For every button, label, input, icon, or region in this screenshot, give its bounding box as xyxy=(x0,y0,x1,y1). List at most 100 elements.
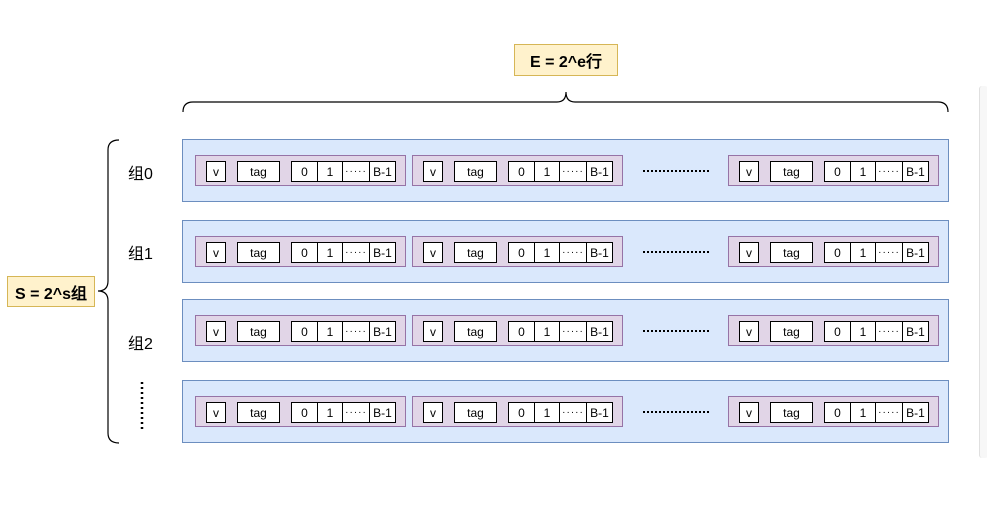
set-row: v tag 0 1 ····· B-1 v tag 0 1 ····· B-1 … xyxy=(182,299,949,362)
block-byte-0-cell: 0 xyxy=(508,321,535,342)
cache-line: v tag 0 1 ····· B-1 xyxy=(728,236,939,267)
more-lines-ellipsis xyxy=(643,411,709,413)
more-lines-ellipsis xyxy=(643,330,709,332)
block-byte-0-cell: 0 xyxy=(291,321,318,342)
block-byte-1-cell: 1 xyxy=(317,402,343,423)
block-ellipsis-cell: ····· xyxy=(342,242,370,263)
valid-bit-cell: v xyxy=(739,402,759,423)
block-last-byte-cell: B-1 xyxy=(586,321,613,342)
number-of-sets-label: S = 2^s组 xyxy=(7,276,95,307)
lines-per-set-label: E = 2^e行 xyxy=(514,44,618,76)
block-byte-1-cell: 1 xyxy=(534,402,560,423)
block-byte-0-cell: 0 xyxy=(508,161,535,182)
block-byte-1-cell: 1 xyxy=(850,321,876,342)
block-last-byte-cell: B-1 xyxy=(586,242,613,263)
block-byte-1-cell: 1 xyxy=(534,242,560,263)
block-byte-0-cell: 0 xyxy=(824,161,851,182)
block-byte-0-cell: 0 xyxy=(824,402,851,423)
block-ellipsis-cell: ····· xyxy=(342,161,370,182)
block-byte-0-cell: 0 xyxy=(508,402,535,423)
valid-bit-cell: v xyxy=(423,242,443,263)
tag-cell: tag xyxy=(770,321,813,342)
block-ellipsis-cell: ····· xyxy=(559,161,587,182)
valid-bit-cell: v xyxy=(423,161,443,182)
block-last-byte-cell: B-1 xyxy=(369,242,396,263)
block-byte-1-cell: 1 xyxy=(850,161,876,182)
block-ellipsis-cell: ····· xyxy=(875,242,903,263)
valid-bit-cell: v xyxy=(739,321,759,342)
valid-bit-cell: v xyxy=(206,242,226,263)
tag-cell: tag xyxy=(770,402,813,423)
block-byte-0-cell: 0 xyxy=(508,242,535,263)
block-last-byte-cell: B-1 xyxy=(369,321,396,342)
block-byte-0-cell: 0 xyxy=(291,402,318,423)
block-byte-1-cell: 1 xyxy=(317,161,343,182)
more-lines-ellipsis xyxy=(643,170,709,172)
block-ellipsis-cell: ····· xyxy=(875,402,903,423)
valid-bit-cell: v xyxy=(423,321,443,342)
set-label-0: 组0 xyxy=(128,166,153,183)
tag-cell: tag xyxy=(237,402,280,423)
block-last-byte-cell: B-1 xyxy=(369,402,396,423)
block-ellipsis-cell: ····· xyxy=(559,321,587,342)
tag-cell: tag xyxy=(770,161,813,182)
block-last-byte-cell: B-1 xyxy=(369,161,396,182)
tag-cell: tag xyxy=(454,402,497,423)
lines-brace xyxy=(182,91,949,113)
valid-bit-cell: v xyxy=(206,161,226,182)
set-label-2: 组2 xyxy=(128,336,153,353)
cache-line: v tag 0 1 ····· B-1 xyxy=(412,155,623,186)
tag-cell: tag xyxy=(237,321,280,342)
block-ellipsis-cell: ····· xyxy=(342,321,370,342)
valid-bit-cell: v xyxy=(206,321,226,342)
tag-cell: tag xyxy=(770,242,813,263)
tag-cell: tag xyxy=(237,161,280,182)
tag-cell: tag xyxy=(454,242,497,263)
block-byte-0-cell: 0 xyxy=(291,242,318,263)
set-row: v tag 0 1 ····· B-1 v tag 0 1 ····· B-1 … xyxy=(182,220,949,283)
block-byte-0-cell: 0 xyxy=(291,161,318,182)
cache-line: v tag 0 1 ····· B-1 xyxy=(195,315,406,346)
vertical-scrollbar[interactable] xyxy=(979,86,987,458)
block-ellipsis-cell: ····· xyxy=(559,242,587,263)
cache-line: v tag 0 1 ····· B-1 xyxy=(728,155,939,186)
cache-line: v tag 0 1 ····· B-1 xyxy=(195,155,406,186)
block-last-byte-cell: B-1 xyxy=(586,161,613,182)
valid-bit-cell: v xyxy=(739,161,759,182)
block-byte-0-cell: 0 xyxy=(824,242,851,263)
block-last-byte-cell: B-1 xyxy=(902,242,929,263)
block-byte-1-cell: 1 xyxy=(317,321,343,342)
block-byte-1-cell: 1 xyxy=(534,321,560,342)
set-row: v tag 0 1 ····· B-1 v tag 0 1 ····· B-1 … xyxy=(182,139,949,202)
tag-cell: tag xyxy=(454,161,497,182)
tag-cell: tag xyxy=(454,321,497,342)
block-byte-1-cell: 1 xyxy=(850,402,876,423)
cache-line: v tag 0 1 ····· B-1 xyxy=(412,396,623,427)
valid-bit-cell: v xyxy=(739,242,759,263)
more-lines-ellipsis xyxy=(643,251,709,253)
block-ellipsis-cell: ····· xyxy=(342,402,370,423)
block-byte-1-cell: 1 xyxy=(317,242,343,263)
cache-line: v tag 0 1 ····· B-1 xyxy=(728,315,939,346)
set-row: v tag 0 1 ····· B-1 v tag 0 1 ····· B-1 … xyxy=(182,380,949,443)
set-label-1: 组1 xyxy=(128,246,153,263)
cache-line: v tag 0 1 ····· B-1 xyxy=(195,396,406,427)
block-ellipsis-cell: ····· xyxy=(875,321,903,342)
block-byte-1-cell: 1 xyxy=(534,161,560,182)
cache-line: v tag 0 1 ····· B-1 xyxy=(728,396,939,427)
cache-line: v tag 0 1 ····· B-1 xyxy=(412,236,623,267)
block-last-byte-cell: B-1 xyxy=(586,402,613,423)
cache-line: v tag 0 1 ····· B-1 xyxy=(412,315,623,346)
block-last-byte-cell: B-1 xyxy=(902,321,929,342)
block-last-byte-cell: B-1 xyxy=(902,161,929,182)
tag-cell: tag xyxy=(237,242,280,263)
cache-line: v tag 0 1 ····· B-1 xyxy=(195,236,406,267)
block-ellipsis-cell: ····· xyxy=(875,161,903,182)
block-byte-0-cell: 0 xyxy=(824,321,851,342)
block-last-byte-cell: B-1 xyxy=(902,402,929,423)
sets-brace xyxy=(97,139,120,444)
block-byte-1-cell: 1 xyxy=(850,242,876,263)
block-ellipsis-cell: ····· xyxy=(559,402,587,423)
